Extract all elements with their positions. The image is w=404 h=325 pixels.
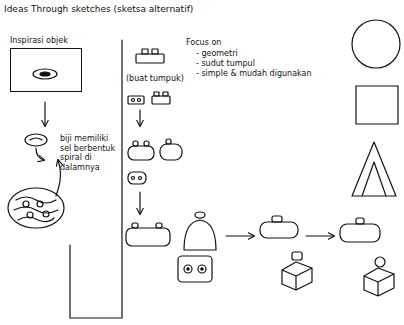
box-heading: Inspirasi objek <box>10 36 82 48</box>
sketch-note: - sudut tumpul <box>196 59 306 69</box>
sketch-note: biji memiliki sel berbentuk spiral di da… <box>60 134 118 172</box>
inspiration-box: Inspirasi objek <box>10 36 82 92</box>
box-frame <box>10 48 82 92</box>
sketch-note: (buat tumpuk) <box>126 74 184 84</box>
sketch-title: Ideas Through sketches (sketsa alternati… <box>4 4 193 14</box>
sketch-note: Focus on <box>186 38 296 48</box>
sketch-note: - geometri <box>196 49 306 59</box>
sketch-note: - simple & mudah digunakan <box>196 69 316 79</box>
